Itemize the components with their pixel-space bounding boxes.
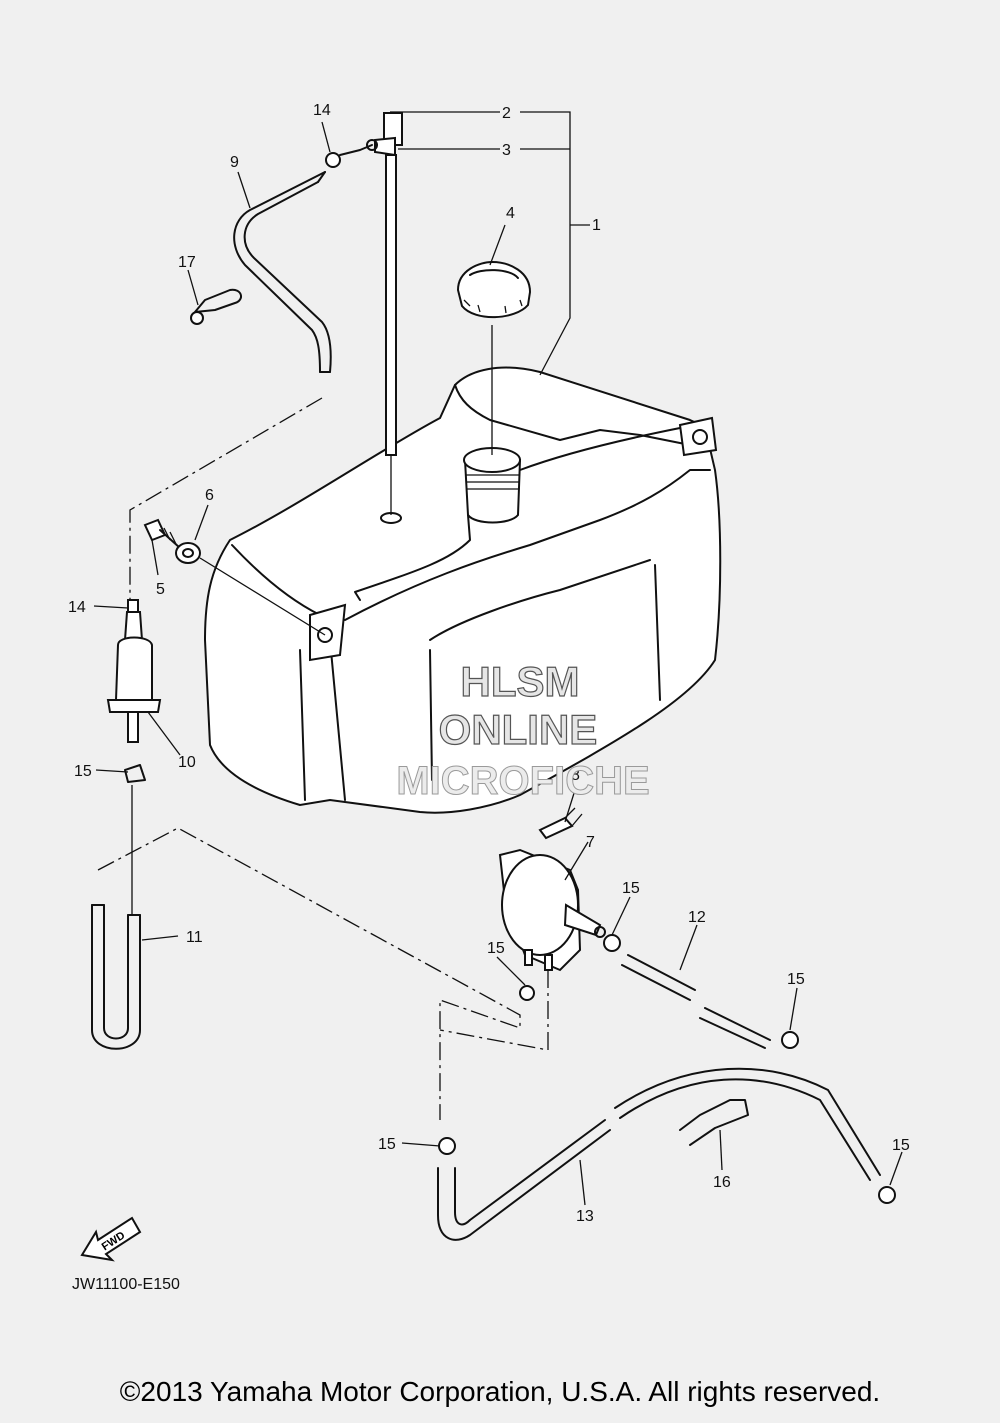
callout-2: 2 bbox=[502, 105, 511, 122]
fuel-sender-unit bbox=[366, 112, 403, 515]
leader-lines bbox=[93, 111, 903, 1206]
callout-13: 13 bbox=[576, 1208, 594, 1225]
callout-15-hose-end: 15 bbox=[787, 971, 805, 988]
callout-15-lower-right: 15 bbox=[892, 1137, 910, 1154]
callout-14-filter: 14 bbox=[68, 599, 86, 616]
fuel-tank bbox=[203, 366, 722, 814]
callout-11: 11 bbox=[186, 929, 203, 946]
callout-15-filter: 15 bbox=[74, 763, 92, 780]
callout-9: 9 bbox=[230, 154, 239, 171]
callout-15-pump-outlet: 15 bbox=[622, 880, 640, 897]
callout-16: 16 bbox=[713, 1174, 731, 1191]
watermark: HLSM ONLINE MICROFICHE bbox=[396, 657, 650, 803]
callout-14-top: 14 bbox=[313, 102, 331, 119]
callout-10: 10 bbox=[178, 754, 196, 771]
routing-lines bbox=[97, 397, 549, 1120]
callout-15-lower-left: 15 bbox=[378, 1136, 396, 1153]
forward-arrow-icon: FWD bbox=[80, 1216, 142, 1262]
fuel-cap bbox=[456, 260, 532, 455]
watermark-line-3: MICROFICHE bbox=[396, 759, 649, 803]
fuel-tank-parts-diagram: FWD 2 3 1 4 14 9 17 6 5 14 10 15 8 7 11 … bbox=[68, 102, 910, 1293]
callout-17: 17 bbox=[178, 254, 196, 271]
watermark-line-2: ONLINE bbox=[439, 706, 598, 753]
drawing-code: JW11100-E150 bbox=[72, 1276, 180, 1293]
callout-5: 5 bbox=[156, 581, 165, 598]
fuel-filter bbox=[106, 599, 162, 915]
callout-8: 8 bbox=[571, 767, 580, 784]
short-hose bbox=[603, 934, 799, 1049]
hose-holder bbox=[190, 288, 242, 325]
bolt-and-grommet bbox=[143, 518, 326, 636]
vent-hose bbox=[233, 171, 332, 373]
callout-1: 1 bbox=[592, 217, 601, 234]
fuel-pump bbox=[498, 807, 606, 972]
callout-7: 7 bbox=[586, 834, 595, 851]
copyright-notice: ©2013 Yamaha Motor Corporation, U.S.A. A… bbox=[119, 1376, 881, 1407]
hose-clamp-top bbox=[325, 144, 373, 168]
callout-12: 12 bbox=[688, 909, 706, 926]
callout-15-pump-inlet: 15 bbox=[487, 940, 505, 957]
callout-numbers: 2 3 1 4 14 9 17 6 5 14 10 15 8 7 11 15 1… bbox=[68, 102, 910, 1225]
callout-6: 6 bbox=[205, 487, 214, 504]
watermark-line-1: HLSM bbox=[461, 658, 580, 705]
long-hose bbox=[437, 985, 896, 1241]
callout-4: 4 bbox=[506, 205, 515, 222]
u-hose bbox=[91, 904, 141, 1050]
callout-3: 3 bbox=[502, 142, 511, 159]
